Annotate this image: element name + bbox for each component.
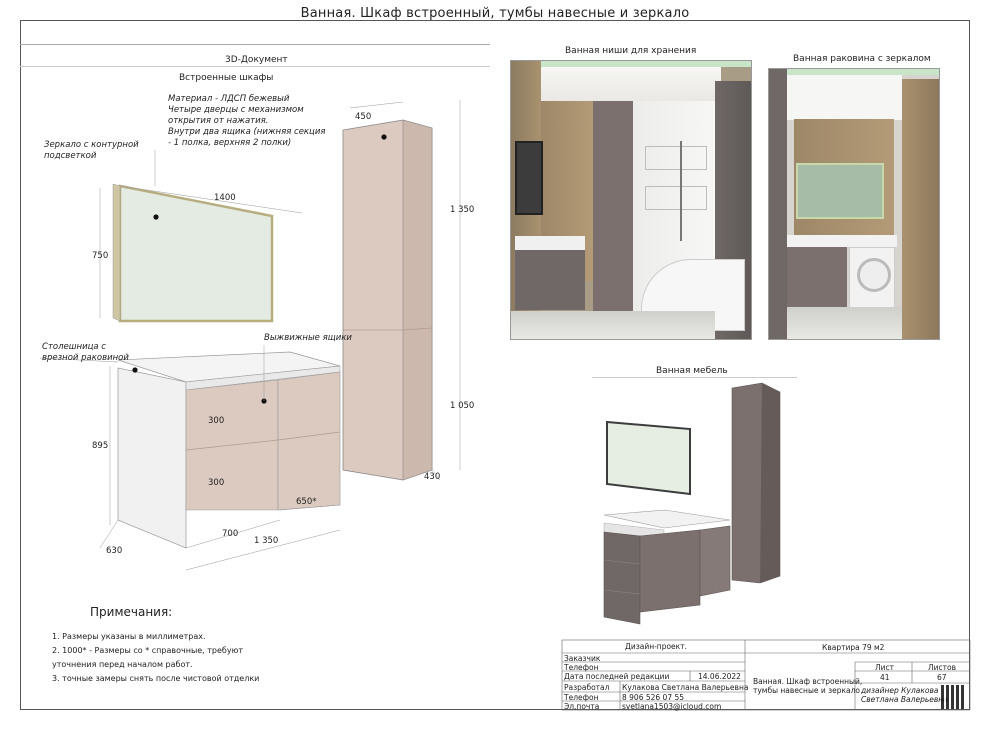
note-item: 1. Размеры указаны в миллиметрах.	[52, 632, 206, 641]
label-builtin-cabinets: Встроенные шкафы	[179, 73, 274, 83]
tb-designer: дизайнер Кулакова Светлана Валерьевна	[861, 686, 948, 704]
washing-machine	[849, 247, 895, 309]
tb-sheet-no: 41	[880, 673, 890, 682]
ceiling-light	[769, 69, 939, 75]
drawing-sheet	[20, 20, 970, 710]
tb-email[interactable]: svetlana1503@icloud.com	[622, 702, 722, 711]
material-line: Материал - ЛДСП бежевый	[168, 94, 290, 104]
wood-column	[902, 79, 939, 339]
section-niches: Ванная ниши для хранения	[565, 46, 697, 56]
tb-sheets-label: Листов	[928, 663, 957, 672]
divider	[20, 44, 490, 45]
dim-1350-width: 1 350	[254, 536, 279, 546]
tb-last-edit-label: Дата последней редакции	[564, 672, 670, 681]
ceiling	[541, 67, 721, 107]
tb-developer-label: Разработал	[564, 683, 610, 692]
shower-rail	[680, 141, 682, 241]
tb-sheet-title-line: тумбы навесные и зеркало	[753, 686, 861, 695]
countertop-line: врезной раковиной	[42, 353, 129, 363]
tb-email-label: Эл.почта	[564, 702, 600, 711]
dim-895: 895	[92, 441, 109, 451]
material-line: открытия от нажатия.	[168, 116, 269, 126]
tb-designer-line: дизайнер Кулакова	[861, 686, 939, 695]
counter	[515, 236, 585, 250]
floor	[511, 311, 715, 339]
dim-1050: 1 050	[450, 401, 475, 411]
tb-customer-label: Заказчик	[564, 654, 601, 663]
countertop-line: Столешница с	[42, 342, 106, 352]
tile-niche	[645, 186, 707, 210]
ceiling-light	[511, 61, 751, 67]
note-item: уточнения перед началом работ.	[52, 660, 193, 669]
floor	[787, 307, 902, 339]
mirror	[796, 163, 884, 219]
vanity-unit	[515, 250, 585, 310]
label-drawers: Выжвижные ящики	[264, 333, 352, 343]
dim-300-lower: 300	[208, 478, 225, 488]
qr-code-icon	[941, 685, 965, 709]
dim-700: 700	[222, 529, 239, 539]
material-line: Внутри два ящика (нижняя секция	[168, 127, 326, 137]
label-mirror: Зеркало с контурной подсветкой	[44, 140, 139, 162]
dim-630: 630	[106, 546, 123, 556]
tb-dev-phone-label: Телефон	[564, 693, 599, 702]
label-countertop: Столешница с врезной раковиной	[42, 342, 129, 364]
dim-1400: 1400	[214, 193, 236, 203]
tall-cabinet	[593, 101, 633, 311]
counter	[787, 235, 897, 247]
tb-dev-phone: 8 906 526 07 55	[622, 693, 685, 702]
notes-heading: Примечания:	[90, 605, 173, 619]
tb-developer-name: Кулакова Светлана Валерьевна	[622, 683, 749, 692]
section-sink-mirror: Ванная раковина с зеркалом	[793, 54, 931, 64]
material-note: Материал - ЛДСП бежевый Четыре дверцы с …	[168, 94, 325, 149]
tb-designer-line: Светлана Валерьевна	[861, 695, 948, 704]
dim-430: 430	[424, 472, 441, 482]
tb-last-edit-date: 14.06.2022	[698, 672, 741, 681]
tb-sheet-label: Лист	[875, 663, 895, 672]
washer-door	[857, 258, 891, 292]
render-storage-niches	[510, 60, 752, 340]
mirror-line: подсветкой	[44, 151, 97, 161]
section-3d-document: 3D-Документ	[225, 55, 288, 65]
tb-sheet-title: Ванная. Шкаф встроенный, тумбы навесные …	[753, 677, 862, 695]
divider	[20, 66, 490, 67]
dim-450: 450	[355, 112, 372, 122]
note-item: 2. 1000* - Размеры со * справочные, треб…	[52, 646, 243, 655]
note-item: 3. точные замеры снять после чистовой от…	[52, 674, 260, 683]
vanity-unit	[787, 247, 847, 307]
mirror-line: Зеркало с контурной	[44, 140, 139, 150]
material-line: Четыре дверцы с механизмом	[168, 105, 304, 115]
tb-phone-label: Телефон	[564, 663, 599, 672]
page-title: Ванная. Шкаф встроенный, тумбы навесные …	[300, 6, 690, 21]
material-line: - 1 полка, верхняя 2 полки)	[168, 138, 292, 148]
dim-750: 750	[92, 251, 109, 261]
notes-list: 1. Размеры указаны в миллиметрах. 2. 100…	[52, 630, 259, 686]
ceiling	[787, 75, 902, 120]
tb-project: Дизайн-проект.	[625, 642, 687, 651]
tile-niche	[645, 146, 707, 170]
section-furniture: Ванная мебель	[656, 366, 728, 376]
tv-screen	[515, 141, 543, 215]
divider	[592, 377, 797, 378]
render-sink-mirror	[768, 68, 940, 340]
tb-apartment: Квартира 79 м2	[822, 643, 885, 652]
dim-300-upper: 300	[208, 416, 225, 426]
dark-wall-left	[769, 69, 787, 339]
tb-sheet-title-line: Ванная. Шкаф встроенный,	[753, 677, 863, 686]
tb-sheets-total: 67	[937, 673, 947, 682]
dim-650: 650*	[296, 497, 317, 507]
dim-1350-height: 1 350	[450, 205, 475, 215]
